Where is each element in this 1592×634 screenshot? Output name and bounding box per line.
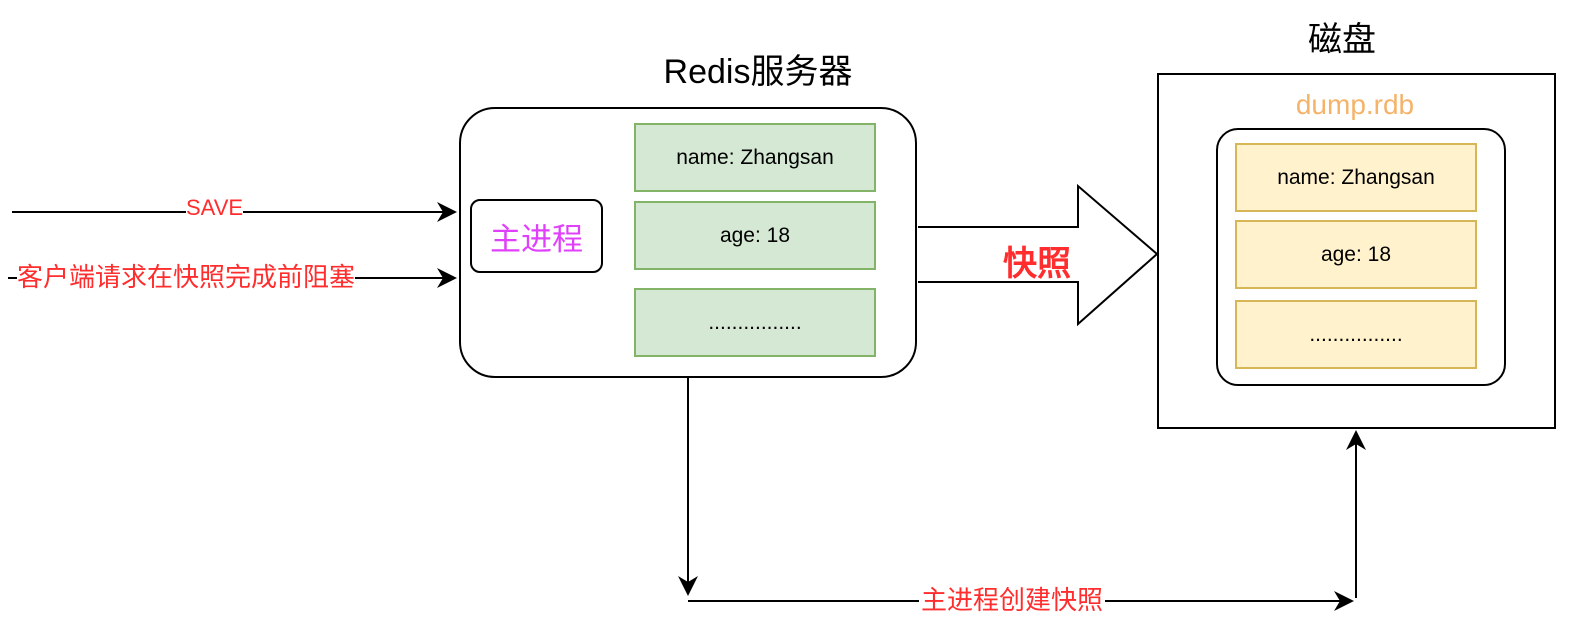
rdb-file-label: dump.rdb <box>1295 89 1415 120</box>
block-label: 客户端请求在快照完成前阻塞 <box>17 262 356 292</box>
snapshot-label: 快照 <box>1003 245 1071 283</box>
disk-cell-name: name: Zhangsan <box>1235 143 1477 212</box>
server-cell-age: age: 18 <box>634 201 876 270</box>
disk-cell-age: age: 18 <box>1235 220 1477 289</box>
disk-title: 磁盘 <box>1308 21 1376 59</box>
main-process-box: 主进程 <box>470 199 603 273</box>
server-cell-name: name: Zhangsan <box>634 123 876 192</box>
server-title: Redis服务器 <box>663 53 853 91</box>
save-label: SAVE <box>186 195 244 220</box>
main-process-label: 主进程 <box>490 221 583 257</box>
disk-cell-more: ................ <box>1235 300 1477 369</box>
create-snapshot-label: 主进程创建快照 <box>919 585 1106 615</box>
server-cell-more: ................ <box>634 288 876 357</box>
